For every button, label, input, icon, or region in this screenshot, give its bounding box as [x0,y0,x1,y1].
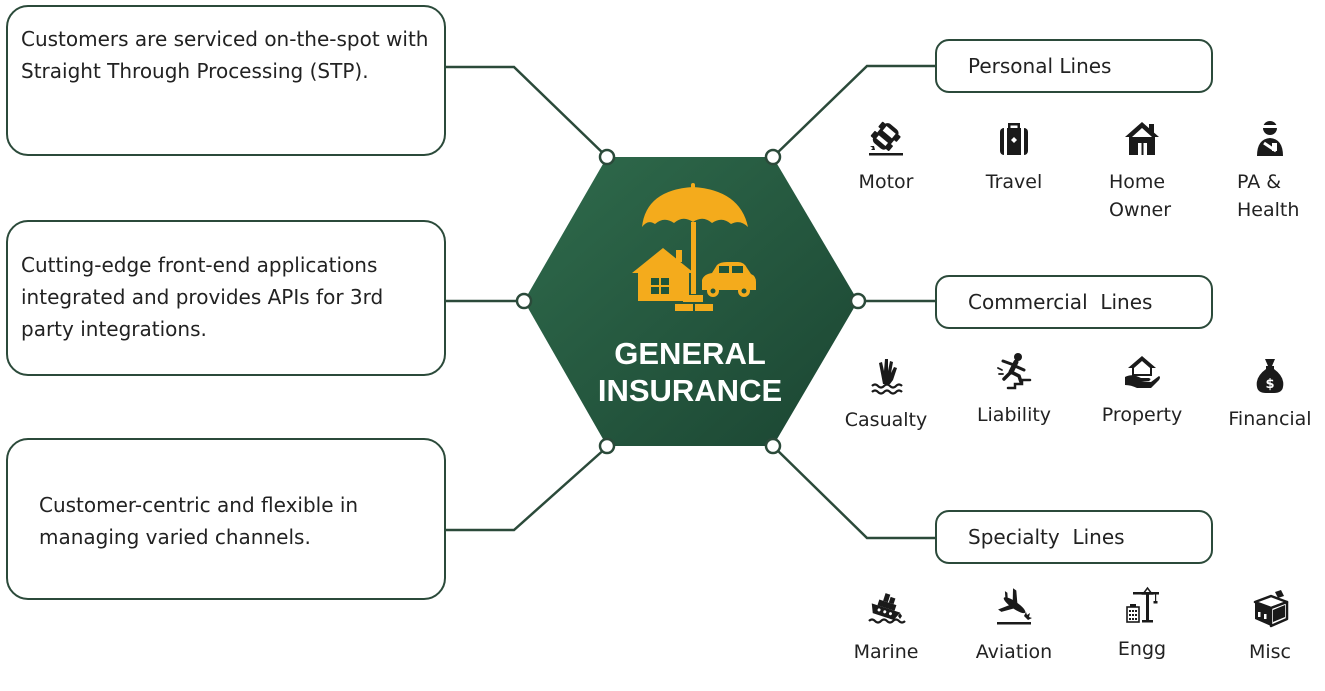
item-label: Aviation [975,641,1053,663]
item-label: Casualty [844,409,928,431]
car-crash-icon [869,121,903,156]
junction-dot [598,437,616,455]
center-title-line1: GENERAL [614,336,766,371]
benefit-text: Customer-centric and flexible in managin… [39,493,359,549]
item-label: Motor [858,171,914,193]
benefit-text: Customers are serviced on-the-spot with … [21,27,429,83]
personal-item-pa-health: PA & Health [1215,118,1325,224]
svg-text:$: $ [1265,377,1274,392]
item-label: Engg [1117,638,1167,660]
junction-dot [515,292,533,310]
item-label: Travel [985,171,1043,193]
item-label: Marine [853,641,919,663]
personal-item-travel: Travel [959,118,1069,196]
item-label: Misc [1248,641,1292,663]
commercial-lines-header: Commercial Lines [935,275,1213,329]
commercial-item-liability: Liability [959,351,1069,429]
construction-crane-icon [1126,586,1159,623]
item-label: Home Owner [1109,171,1172,221]
misc-box-icon [1253,590,1289,628]
item-label: PA & Health [1237,171,1300,221]
item-label: Property [1101,404,1183,426]
item-label: Liability [976,404,1052,426]
connector-stp [446,65,608,158]
benefit-text: Cutting-edge front-end applications inte… [21,253,384,341]
connector-cust [446,446,608,532]
specialty-item-aviation: Aviation [959,588,1069,666]
drowning-hand-icon [871,359,903,395]
item-label: Financial [1228,408,1312,430]
personal-item-motor: Motor [831,118,941,196]
money-bag-icon: $ [1256,359,1284,393]
benefit-box-customer: Customer-centric and flexible in managin… [6,438,446,600]
luggage-icon [1000,123,1028,155]
house-icon [1125,122,1159,155]
benefit-box-api: Cutting-edge front-end applications inte… [6,220,446,376]
commercial-item-casualty: Casualty [831,356,941,434]
injured-person-icon [1257,121,1283,156]
junction-dot [764,148,782,166]
junction-dot [764,437,782,455]
commercial-item-financial: $ Financial [1215,355,1325,433]
specialty-item-engg: Engg [1087,585,1197,663]
connector-personal [772,64,935,158]
house-in-hand-icon [1125,356,1160,388]
specialty-item-misc: Misc [1215,588,1325,666]
center-title-line2: INSURANCE [598,373,782,408]
personal-item-home-owner: Home Owner [1087,118,1197,224]
personal-lines-header: Personal Lines [935,39,1213,93]
junction-dot [598,148,616,166]
connector-specialty [772,445,935,540]
falling-person-icon [997,353,1032,390]
umbrella-house-car-gold-icon [632,183,756,311]
benefit-box-stp: Customers are serviced on-the-spot with … [6,5,446,156]
junction-dot [849,292,867,310]
sinking-ship-icon [868,593,906,624]
crashing-plane-icon [997,588,1032,625]
commercial-item-property: Property [1087,351,1197,429]
specialty-lines-header: Specialty Lines [935,510,1213,564]
specialty-item-marine: Marine [831,588,941,666]
